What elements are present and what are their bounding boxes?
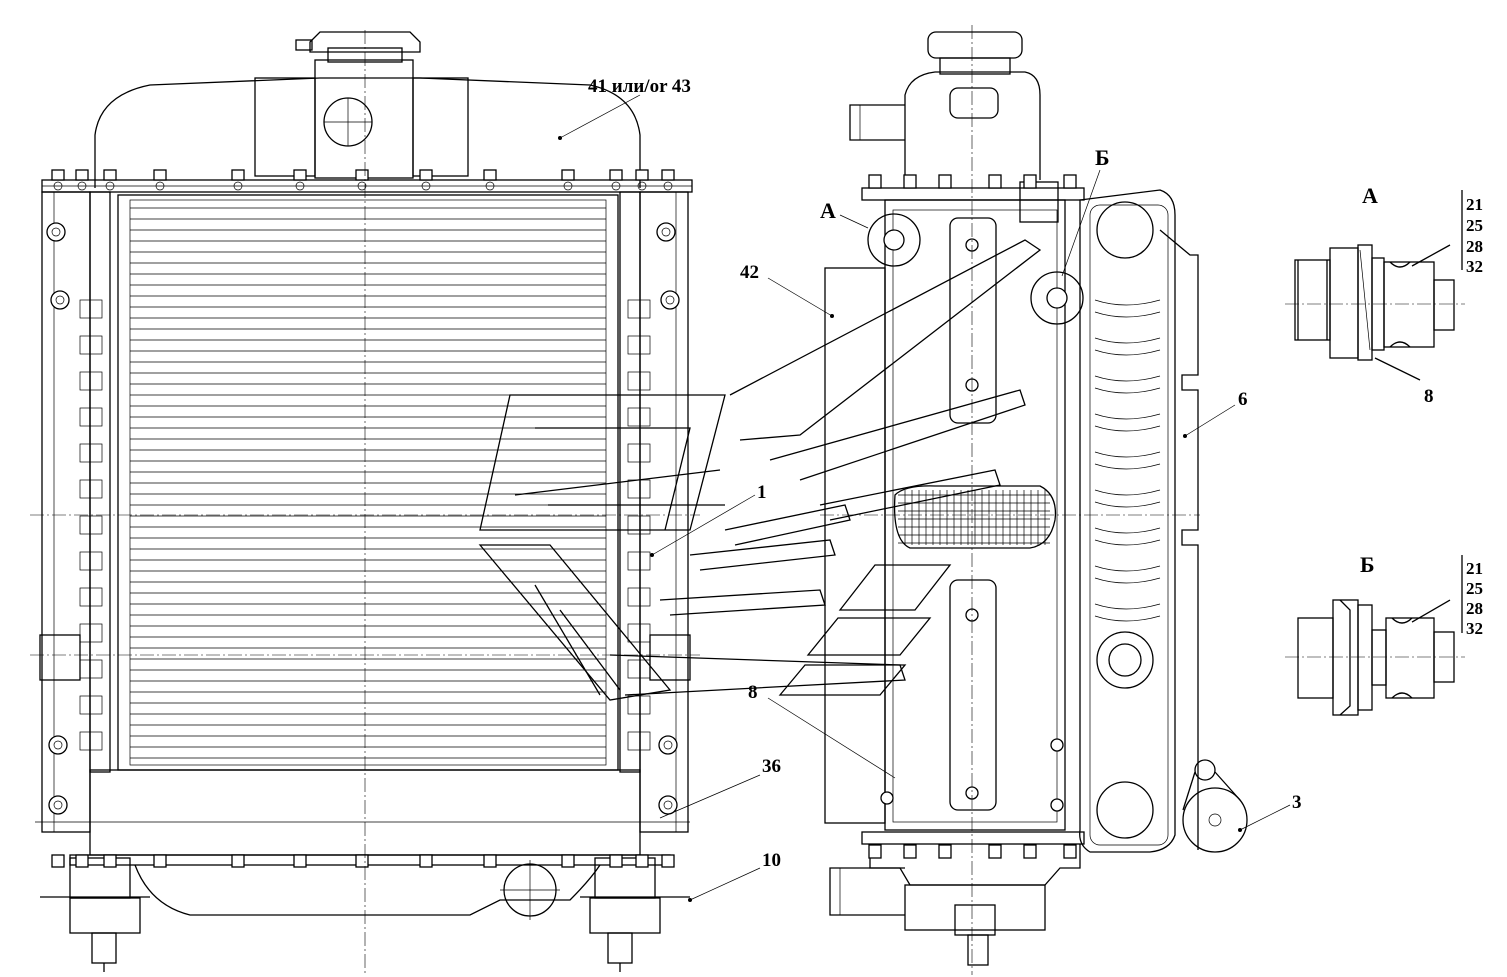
detail-a-part-2: 25 — [1466, 216, 1483, 235]
cooling-pad-hatching — [898, 490, 1050, 545]
detail-a-part-4: 32 — [1466, 257, 1483, 276]
flange-bolts — [46, 169, 680, 868]
callout-8-detail: 8 — [1424, 386, 1434, 407]
callout-labels: 41 или/or 43 1 36 10 42 8 6 3 8 А Б А Б … — [588, 76, 1483, 871]
callout-6: 6 — [1238, 389, 1248, 410]
side-flange-bolts — [868, 174, 1077, 859]
shroud-ribs — [1094, 299, 1161, 622]
detail-a-title: А — [1362, 183, 1378, 208]
callout-8-side: 8 — [748, 682, 758, 703]
side-view — [820, 25, 1248, 975]
detail-b-part-3: 28 — [1466, 599, 1483, 618]
detail-a-part-1: 21 — [1466, 195, 1483, 214]
view-a-circle — [867, 213, 921, 267]
detail-a-part-3: 28 — [1466, 237, 1483, 256]
callout-36: 36 — [762, 756, 781, 777]
view-b-marker: Б — [1095, 145, 1110, 170]
callout-3: 3 — [1292, 792, 1302, 813]
arrow-mark-symbol — [478, 239, 1042, 701]
callout-1: 1 — [757, 482, 767, 503]
detail-b-title: Б — [1360, 552, 1375, 577]
detail-b-part-2: 25 — [1466, 579, 1483, 598]
detail-b-part-1: 21 — [1466, 559, 1483, 578]
view-a-marker: А — [820, 198, 836, 223]
detail-b-part-4: 32 — [1466, 619, 1483, 638]
view-b-circle — [1030, 271, 1084, 325]
detail-a — [1285, 190, 1465, 381]
radiator-core-fins — [79, 207, 651, 759]
front-view — [30, 30, 700, 975]
detail-b — [1285, 555, 1465, 716]
leader-lines — [558, 94, 1291, 902]
callout-42: 42 — [740, 262, 759, 283]
callout-10: 10 — [762, 850, 781, 871]
callout-41-43: 41 или/or 43 — [588, 76, 691, 97]
